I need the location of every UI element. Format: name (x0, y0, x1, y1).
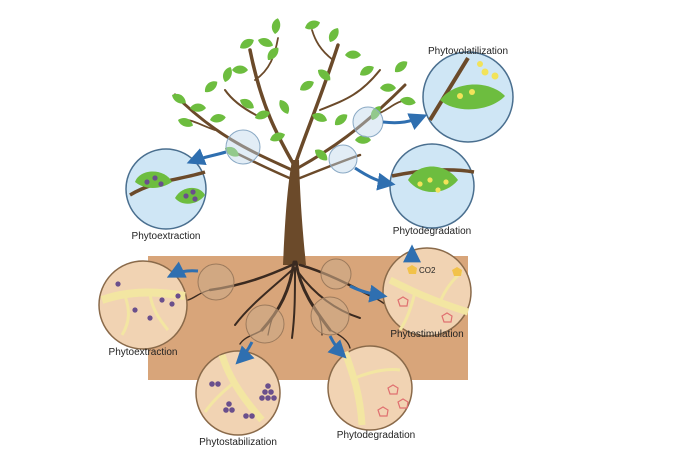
phytoextraction-leaf-circle (125, 148, 207, 230)
label-phytoextraction-root: Phytoextraction (108, 347, 178, 358)
phytostabilization-circle (195, 350, 281, 436)
source-circles (225, 106, 384, 174)
label-phytodegradation-leaf: Phytodegradation (392, 226, 472, 237)
co2-label: CO2 (419, 266, 436, 275)
label-phytoextraction-leaf: Phytoextraction (131, 231, 201, 242)
soil-source-circles (197, 258, 352, 344)
phytovolatilization-circle (422, 51, 514, 143)
label-phytostimulation: Phytostimulation (390, 329, 464, 340)
phytodegradation-leaf-circle (389, 143, 475, 229)
phytodegradation-root-circle (327, 345, 413, 431)
tree-branches (173, 29, 411, 182)
phytoextraction-root-circle (98, 260, 188, 350)
phytostimulation-circle (382, 247, 472, 337)
tree-trunk (283, 160, 306, 265)
tree-leaves (170, 17, 417, 164)
process-arrows (166, 113, 428, 365)
label-phytovolatilization: Phytovolatilization (427, 46, 509, 57)
label-phytostabilization: Phytostabilization (199, 437, 277, 448)
label-phytodegradation-root: Phytodegradation (336, 430, 416, 441)
